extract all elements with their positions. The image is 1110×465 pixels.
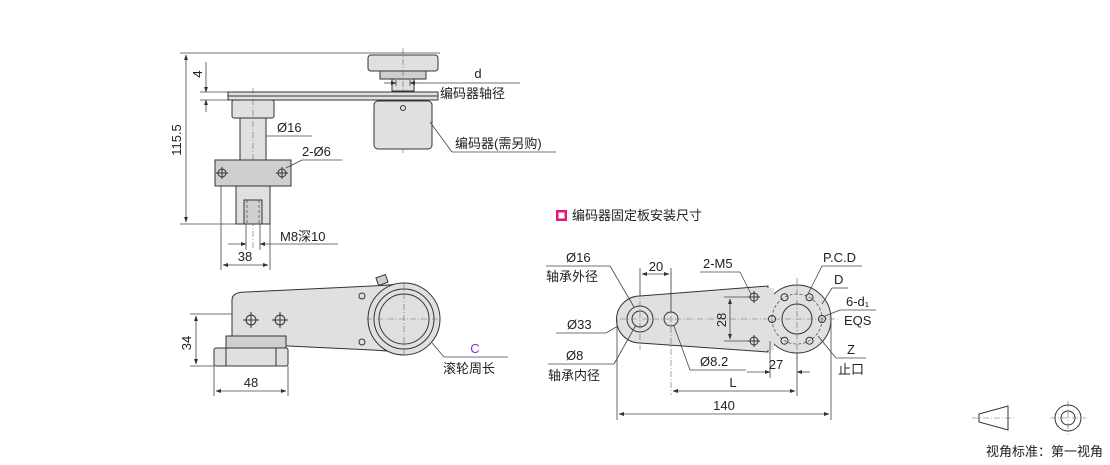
projection-circles-icon: [1050, 401, 1086, 435]
z-label: Z: [847, 342, 855, 357]
spigot-label: 止口: [838, 362, 864, 377]
o8-label: Ø8: [566, 348, 583, 363]
base-bracket: [225, 335, 287, 349]
holes-6d1-label: 6-d₁: [846, 294, 870, 309]
dim-34-label: 34: [179, 336, 194, 350]
roller-label: 滚轮周长: [443, 361, 495, 376]
dim-115-5-label: 115.5: [169, 124, 184, 156]
d-label: d: [474, 66, 481, 81]
encoder-label: 编码器(需另购): [455, 136, 542, 151]
encoder-body: [373, 100, 433, 150]
pcd-label: P.C.D: [823, 250, 856, 265]
plate-title: 编码器固定板安装尺寸: [572, 208, 702, 223]
encoder-shaft-label: 编码器轴径: [440, 86, 505, 101]
m5-label: 2-M5: [703, 256, 733, 271]
dim-27-label: 27: [769, 357, 783, 372]
d-diameter-label: D: [834, 272, 843, 287]
side-view: 115.5 4 Ø16 2-Ø6 M8深10 38 d 编码器轴径: [169, 48, 556, 270]
c-label: C: [470, 341, 479, 356]
bearing-inner-label: 轴承内径: [548, 368, 600, 383]
dim-4-label: 4: [190, 70, 205, 77]
o8-2-label: Ø8.2: [700, 354, 728, 369]
l-label: L: [729, 375, 736, 390]
projection-cone-icon: [978, 405, 1009, 431]
dim-140-label: 140: [713, 398, 735, 413]
projection-symbol: 视角标准：第一视角: [972, 401, 1103, 459]
holes-label: 2-Ø6: [302, 144, 331, 159]
eqs-label: EQS: [844, 313, 872, 328]
dim-38-label: 38: [238, 249, 252, 264]
dim-28-label: 28: [714, 313, 729, 327]
dim-48-label: 48: [244, 375, 258, 390]
dim-20-label: 20: [649, 259, 663, 274]
bearing-outer-label: 轴承外径: [546, 269, 598, 284]
o33-label: Ø33: [567, 317, 592, 332]
shaft-diameter-label: Ø16: [277, 120, 302, 135]
tap-label: M8深10: [280, 229, 326, 244]
o16-label: Ø16: [566, 250, 591, 265]
plate-view: 编码器固定板安装尺寸 Ø16 轴承外径: [546, 208, 876, 420]
projection-label: 视角标准：第一视角: [986, 444, 1103, 459]
top-view: 34 48 C 滚轮周长: [179, 273, 508, 396]
